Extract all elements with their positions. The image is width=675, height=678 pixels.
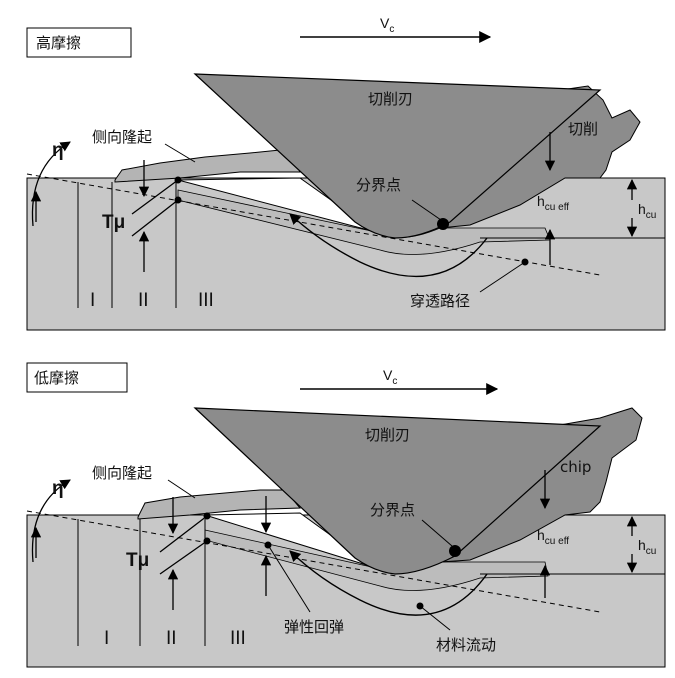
eta-arc [31,479,71,563]
split-point-leader [421,519,453,547]
penetration-dashed-line [26,173,601,276]
tau-dot-1 [203,512,211,520]
panel-title: 高摩擦 [36,34,81,52]
eta-label: η [52,478,64,499]
zone-label-2: II [166,628,177,649]
ridge-leader [164,143,196,163]
tau-diag-1 [131,179,179,215]
split-point-dot [437,218,449,230]
flow-curve-arrow [289,213,488,278]
hcu-label: hcu [638,537,656,557]
flow-label: 材料流动 [436,636,496,654]
velocity-label: Vc [383,367,397,387]
tau-mu-label: Tμ [126,550,149,571]
tau-dot-2 [174,196,182,204]
tool-label: 切削刃 [368,90,413,108]
hcu-eff-label: hcu eff [537,527,569,547]
panel-low-friction: 低摩擦 Vc 切削刃 chip 侧向隆起 分界点 弹性回弹 材料流动 η Tμ … [26,362,666,668]
panel-title-box [26,362,128,393]
tau-dot-2 [203,537,211,545]
penetration-dashed-line [26,510,601,613]
panel-high-friction: 高摩擦 Vc 切削刃 切削 侧向隆起 分界点 穿透路径 η Tμ hcu eff… [26,15,666,331]
hcu-eff-label: hcu eff [537,193,569,213]
tau-diag-2 [131,199,179,237]
split-point-label: 分界点 [370,501,415,519]
tau-mu-label: Tμ [102,212,125,233]
panel-title-box [26,27,132,58]
zone-label-2: II [138,290,149,311]
side-ridge-label: 侧向隆起 [92,464,152,482]
springback-leader [267,544,311,613]
ridge-leader [167,479,196,499]
zone-label-1: I [90,290,95,311]
split-point-label: 分界点 [356,176,401,194]
path-label: 穿透路径 [410,292,470,310]
eta-arc [31,141,71,227]
split-point-dot [449,545,461,557]
chip-label: 切削 [568,120,598,138]
springback-label: 弹性回弹 [284,618,344,636]
split-point-leader [411,199,442,221]
cutting-tool [193,407,602,575]
tau-diag-1 [159,515,208,553]
hcu-label: hcu [638,201,656,221]
zone-label-1: I [104,628,109,649]
zone-label-3: III [230,628,246,649]
tau-dot-1 [174,176,182,184]
flow-curve-arrow [289,550,488,616]
path-leader [479,261,526,293]
panel-title: 低摩擦 [34,369,79,387]
tau-diag-2 [159,540,208,575]
velocity-label: Vc [380,15,394,35]
zone-label-3: III [198,290,214,311]
side-ridge-label: 侧向隆起 [92,128,152,146]
tool-label: 切削刃 [365,426,410,444]
flow-leader [419,605,451,631]
chip-shape [439,85,641,229]
side-ridge [114,149,301,183]
chip-label: chip [560,458,591,476]
eta-label: η [52,140,64,161]
